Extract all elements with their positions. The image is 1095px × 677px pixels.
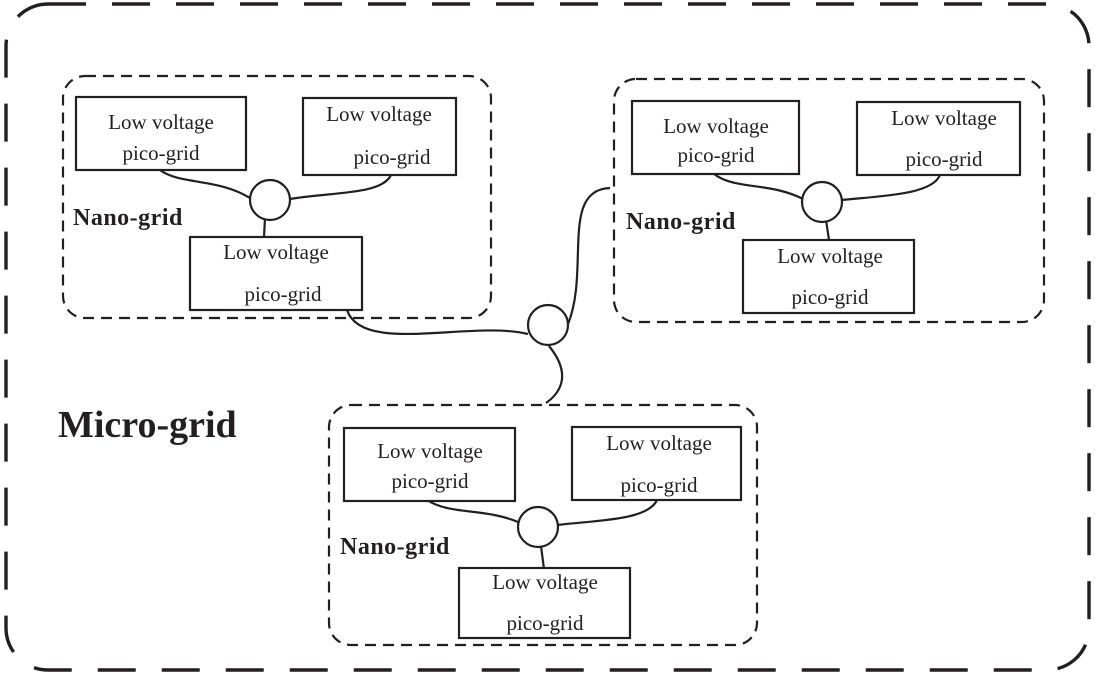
micro-grid-boundary [4, 2, 1091, 672]
pico-grid-box [188, 235, 364, 312]
pico-grid-label-line2: pico-grid [392, 469, 469, 493]
nano-grid-2: Low voltage pico-grid Low voltage pico-g… [612, 77, 1046, 324]
pico-grid-label-line2: pico-grid [792, 285, 869, 309]
pico-grid-box [457, 566, 632, 640]
pico-grid-label-line1: Low voltage [377, 439, 483, 463]
pico-connector [539, 545, 546, 570]
nano-grid-boundary [612, 77, 1046, 324]
pico-connector [841, 174, 942, 202]
nano-grid-node [516, 505, 560, 549]
pico-grid-label-line1: Low voltage [326, 102, 432, 126]
pico-grid-box [855, 100, 1022, 177]
pico-connector [426, 499, 519, 524]
connector-nano3-to-hub [545, 345, 564, 404]
nano-grid-label: Nano-grid [626, 209, 736, 235]
pico-connector [262, 217, 267, 238]
pico-grid-label-line2: pico-grid [245, 282, 322, 306]
pico-grid-label-line1: Low voltage [606, 431, 712, 455]
pico-grid-box [342, 426, 517, 503]
pico-grid-label-line2: pico-grid [906, 147, 983, 171]
pico-grid-label-line2: pico-grid [354, 145, 431, 169]
pico-grid-label-line2: pico-grid [621, 473, 698, 497]
pico-grid-label-line1: Low voltage [223, 240, 329, 264]
connector-nano2-to-hub [566, 186, 611, 325]
pico-grid-label-line2: pico-grid [507, 611, 584, 635]
pico-grid-label-line1: Low voltage [891, 106, 997, 130]
micro-grid-connections [345, 186, 611, 404]
pico-grid-label-line1: Low voltage [777, 244, 883, 268]
nano-grid-1: Low voltage pico-grid Low voltage pico-g… [61, 74, 493, 320]
pico-connector [289, 174, 393, 201]
pico-connector [556, 499, 659, 527]
pico-connector [713, 173, 804, 200]
pico-grid-label-line1: Low voltage [492, 570, 598, 594]
nano-grid-node [800, 180, 844, 224]
pico-connector [159, 169, 251, 199]
pico-grid-label-line2: pico-grid [678, 143, 755, 167]
nano-grid-label: Nano-grid [340, 534, 450, 560]
pico-grid-box [630, 99, 801, 176]
connector-nano1-to-hub [345, 309, 529, 336]
pico-grid-box [570, 425, 743, 502]
micro-grid-hub-node [526, 303, 570, 347]
nano-grid-label: Nano-grid [73, 205, 183, 231]
nano-grid-3: Low voltage pico-grid Low voltage pico-g… [327, 403, 759, 647]
micro-grid-label: Micro-grid [58, 404, 237, 446]
pico-grid-label-line1: Low voltage [663, 114, 769, 138]
pico-grid-label-line2: pico-grid [123, 141, 200, 165]
pico-grid-box [741, 238, 916, 315]
pico-grid-box [74, 95, 248, 172]
nano-grid-node [248, 178, 292, 222]
pico-connector [824, 219, 831, 241]
pico-grid-label-line1: Low voltage [108, 110, 214, 134]
pico-grid-box [301, 96, 458, 177]
